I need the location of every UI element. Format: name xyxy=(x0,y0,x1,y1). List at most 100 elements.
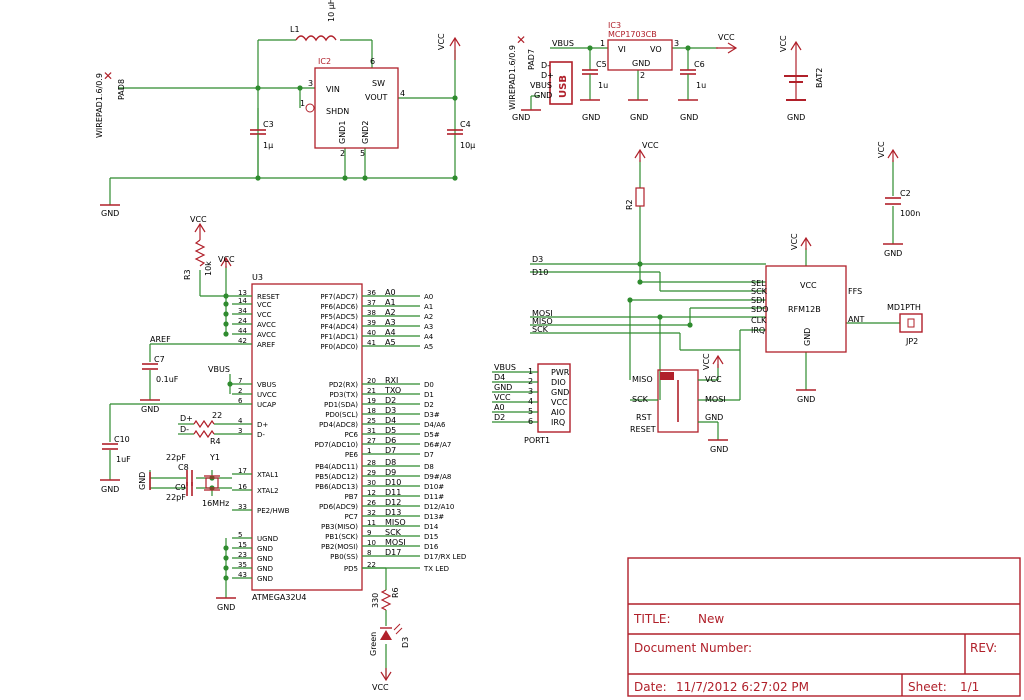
mcu-right-pin-name: PC6 xyxy=(344,431,358,439)
port1-body xyxy=(537,363,571,433)
mcu-left-pin-num: 43 xyxy=(238,571,247,579)
usb-pin-dminus: D- xyxy=(541,61,550,70)
mcu-right-pin-signal: SCK xyxy=(385,528,402,537)
c5-label: C5 xyxy=(596,60,607,69)
gnd-label-usb: GND xyxy=(512,113,530,122)
resistor-dplus xyxy=(193,419,215,429)
gnd-label-c7: GND xyxy=(141,405,159,414)
vcc-arrow-c2-icon xyxy=(887,148,899,162)
mcu-right-pin-net: D17/RX LED xyxy=(424,553,466,561)
mcu-left-pin-name: UVCC xyxy=(257,391,277,399)
mcu-right-pin-num: 37 xyxy=(367,299,376,307)
title-label: TITLE: xyxy=(633,612,671,626)
r4-label: R4 xyxy=(210,437,221,446)
c6-value: 1u xyxy=(696,81,706,90)
rfm-pin-vcc: VCC xyxy=(800,281,817,290)
rfm-pin-sdo: SDO xyxy=(751,305,769,314)
mcu-right-pin-num: 40 xyxy=(367,329,376,337)
mcu-right-pin-net: D12/A10 xyxy=(424,503,454,511)
net-d3: D3 xyxy=(532,255,543,264)
mcu-left-pin-name: XTAL2 xyxy=(257,487,279,495)
mcu-right-pin-net: D4/A6 xyxy=(424,421,446,429)
date-value: 11/7/2012 6:27:02 PM xyxy=(676,680,809,694)
docnum-label: Document Number: xyxy=(634,641,752,655)
mcu-right-pin-net: D7 xyxy=(424,451,434,459)
mcu-right-pin-net: D1 xyxy=(424,391,434,399)
mcu-right-pin-name: PD7(ADC10) xyxy=(314,441,358,449)
date-label: Date: xyxy=(634,680,667,694)
ic2-pin-vin: VIN xyxy=(326,85,340,94)
mcu-left-pin-name: AVCC xyxy=(257,331,276,339)
mcu-left-pin-num: 14 xyxy=(238,297,247,305)
c6-label: C6 xyxy=(694,60,705,69)
isp-pin-sck: SCK xyxy=(632,395,649,404)
mcu-right-pin-num: 38 xyxy=(367,309,376,317)
port1-label-6: IRQ xyxy=(551,418,565,427)
mcu-left-pin-name: AREF xyxy=(257,341,275,349)
mcu-left-pin-num: 33 xyxy=(238,503,247,511)
isp-pin-miso: MISO xyxy=(632,375,653,384)
ic2-pin2-num: 2 xyxy=(340,149,345,158)
mcu-left-pin-num: 13 xyxy=(238,289,247,297)
r-value-22: 22 xyxy=(212,411,222,420)
resistor-r4 xyxy=(193,429,215,439)
mcu-right-pin-net: D11# xyxy=(424,493,444,501)
pad8-x-icon: ✕ xyxy=(103,69,113,83)
mcu-right-pin-name: PF0(ADC0) xyxy=(320,343,358,351)
ic2-label: IC2 xyxy=(318,57,331,66)
mcu-right-pin-num: 1 xyxy=(367,447,371,455)
port1-label-4: VCC xyxy=(551,398,568,407)
usb-connector xyxy=(549,61,573,105)
port1-num-1: 1 xyxy=(528,367,533,376)
mcu-right-pin-signal: D13 xyxy=(385,508,401,517)
rfm-pin-gnd: GND xyxy=(803,328,812,346)
c9-label: C9 xyxy=(175,483,186,492)
mcu-right-pin-net: A2 xyxy=(424,313,433,321)
usb-label: USB xyxy=(558,75,569,98)
inductor-value: 10 µH xyxy=(327,0,336,22)
mcu-right-pin-signal: D4 xyxy=(385,416,396,425)
mcu-right-pin-name: PB3(MISO) xyxy=(321,523,358,531)
mcu-right-pin-signal: A1 xyxy=(385,298,396,307)
mcu-right-pin-net: A5 xyxy=(424,343,433,351)
mcu-left-pin-num: 16 xyxy=(238,483,247,491)
gnd-label-ic3: GND xyxy=(630,113,648,122)
mcu-right-pin-net: D15 xyxy=(424,533,438,541)
usb-pin-vbus: VBUS xyxy=(530,81,552,90)
ic2-pin1-num: 1 xyxy=(300,99,305,108)
mcu-right-pin-name: PD0(SCL) xyxy=(325,411,358,419)
mcu-right-pin-name: PD1(SDA) xyxy=(324,401,358,409)
mcu-right-pin-signal: D9 xyxy=(385,468,396,477)
port1-num-4: 4 xyxy=(528,397,533,406)
title-block: TITLE: New Document Number: REV: Date: 1… xyxy=(627,557,1021,697)
ic3-pin-gnd: GND xyxy=(632,59,650,68)
mcu-right-pin-name: PB4(ADC11) xyxy=(315,463,358,471)
y1-label: Y1 xyxy=(209,453,220,462)
cap-c4 xyxy=(447,129,463,135)
mcu-right-pin-net: A4 xyxy=(424,333,434,341)
port1-label-3: GND xyxy=(551,388,569,397)
mcu-left-pin-name: GND xyxy=(257,545,273,553)
mcu-right-pin-name: PD2(RX) xyxy=(329,381,358,389)
c7-value: 0.1uF xyxy=(156,375,179,384)
led-d3-icon xyxy=(380,623,403,640)
isp-pin-gnd: GND xyxy=(705,413,723,422)
mcu-right-pin-name: PF1(ADC1) xyxy=(320,333,358,341)
c7-label: C7 xyxy=(154,355,165,364)
port1-net-6: D2 xyxy=(494,413,505,422)
c3-label: C3 xyxy=(263,120,274,129)
mcu-right-pin-num: 8 xyxy=(367,549,371,557)
rfm12b-part: RFM12B xyxy=(788,305,821,314)
c8-label: C8 xyxy=(178,463,189,472)
mcu-right-pin-num: 22 xyxy=(367,561,376,569)
port1-connector: VBUS D4 GND VCC A0 D2 1 2 3 4 5 6 PWR DI… xyxy=(492,363,571,445)
mcu-right-pin-num: 28 xyxy=(367,459,376,467)
isp-header: VCC GND MISO VCC SCK MOSI RST GND RESET xyxy=(630,353,740,454)
mcu-right-pin-name: PD4(ADC8) xyxy=(319,421,358,429)
mcu-left-pin-name: VCC xyxy=(257,311,272,319)
mcu-right-pin-signal: RXI xyxy=(385,376,398,385)
vcc-label-isp: VCC xyxy=(702,353,711,370)
port1-num-6: 6 xyxy=(528,417,533,426)
mcu-left-pin-name: UGND xyxy=(257,535,278,543)
